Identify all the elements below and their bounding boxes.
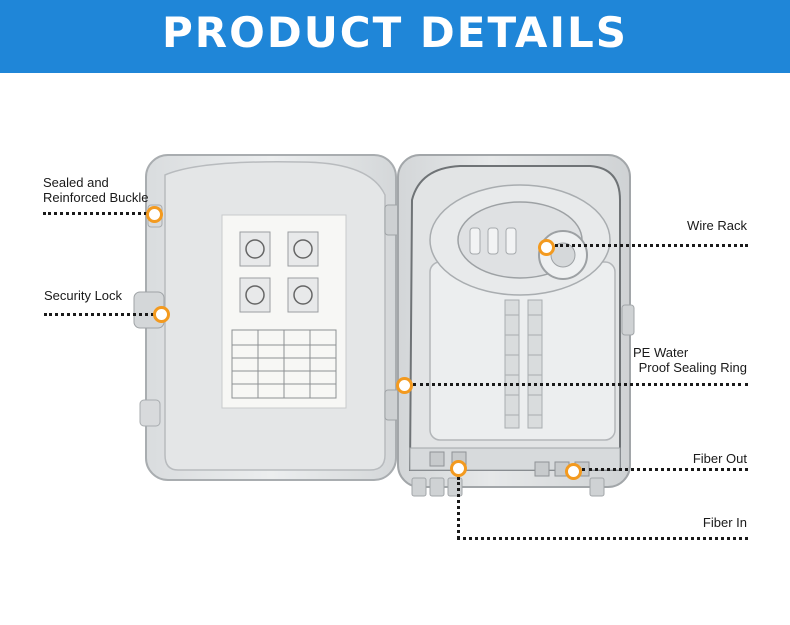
header-banner: PRODUCT DETAILS xyxy=(0,0,790,73)
label-sealed-buckle-line2: Reinforced Buckle xyxy=(43,190,149,205)
marker-fiber-out xyxy=(565,463,582,480)
leader-security-lock xyxy=(44,313,154,316)
label-wire-rack: Wire Rack xyxy=(687,218,747,233)
label-fiber-out: Fiber Out xyxy=(692,451,747,466)
label-sealed-buckle: Sealed and Reinforced Buckle xyxy=(43,175,149,205)
leader-fiber-out xyxy=(582,468,748,471)
marker-security-lock xyxy=(153,306,170,323)
label-sealing-ring: PE Water Proof Sealing Ring xyxy=(600,345,747,375)
marker-fiber-in xyxy=(450,460,467,477)
box-lid xyxy=(133,154,402,481)
leader-fiber-in-vertical xyxy=(457,477,460,539)
leader-sealed-buckle xyxy=(43,212,147,215)
page-title: PRODUCT DETAILS xyxy=(162,8,628,57)
label-sealing-ring-line1: PE Water xyxy=(633,345,689,360)
marker-wire-rack xyxy=(538,239,555,256)
label-security-lock: Security Lock xyxy=(44,288,123,303)
leader-sealing-ring xyxy=(413,383,748,386)
label-sealed-buckle-line1: Sealed and xyxy=(43,175,109,190)
leader-fiber-in xyxy=(457,537,748,540)
label-sealing-ring-line2: Proof Sealing Ring xyxy=(638,360,747,375)
marker-sealing-ring xyxy=(396,377,413,394)
marker-sealed-buckle xyxy=(146,206,163,223)
box-body xyxy=(397,154,635,497)
label-fiber-in: Fiber In xyxy=(702,515,747,530)
leader-wire-rack xyxy=(555,244,748,247)
